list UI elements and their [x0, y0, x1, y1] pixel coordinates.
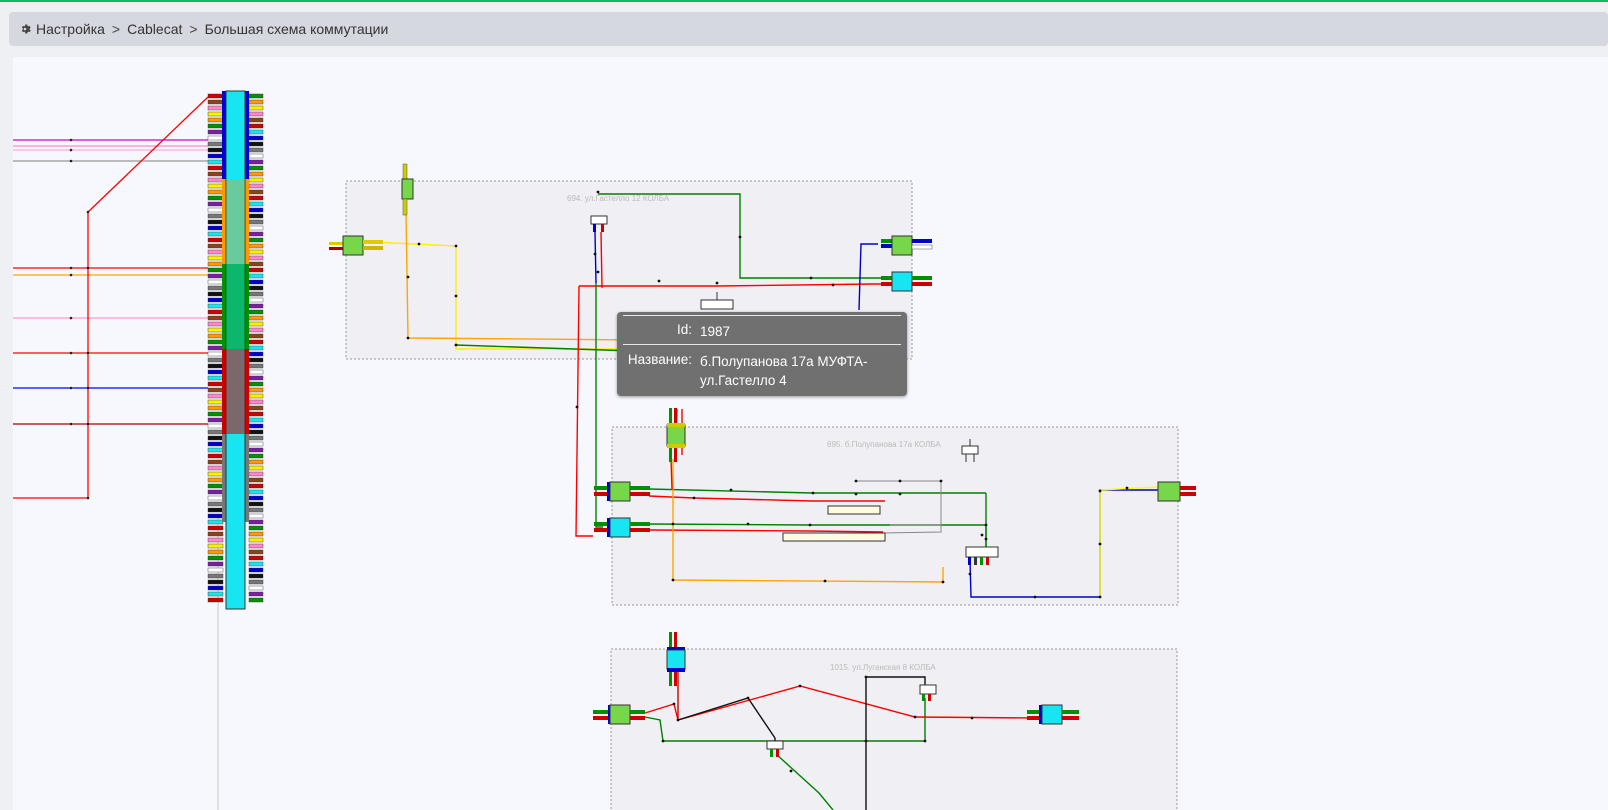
- breadcrumb-item-settings[interactable]: Настройка: [36, 21, 105, 37]
- breadcrumb-item-current: Большая схема коммутации: [204, 21, 389, 37]
- tooltip-divider: [623, 315, 901, 316]
- group-1015-dots: [661, 675, 974, 773]
- group-1015-connectors[interactable]: [593, 632, 1079, 757]
- tooltip-name-value: б.Полупанова 17а МУФТА-ул.Гастелло 4: [700, 354, 868, 388]
- top-accent-line: [0, 0, 1608, 2]
- group-box-695[interactable]: [611, 426, 1179, 606]
- tooltip-name-label: Название:: [627, 352, 692, 367]
- schema-canvas[interactable]: 694. ул.Гастелло 12 КОЛБА 695. б.Полупан…: [13, 57, 1608, 810]
- tooltip-id-value: 1987: [700, 324, 731, 339]
- breadcrumb-separator: >: [189, 21, 198, 37]
- group-box-1015[interactable]: [610, 648, 1178, 810]
- gear-icon: [21, 24, 31, 34]
- group-694-dots: [406, 190, 835, 409]
- group-1015-wires: [644, 672, 1034, 810]
- schema-svg[interactable]: 694. ул.Гастелло 12 КОЛБА 695. б.Полупан…: [13, 57, 1608, 810]
- breadcrumb: Настройка > Cablecat > Большая схема ком…: [9, 12, 1608, 46]
- group-label-695: 695. б.Полупанова 17а КОЛБА: [827, 440, 941, 449]
- breadcrumb-separator: >: [111, 21, 121, 37]
- group-label-694: 694. ул.Гастелло 12 КОЛБА: [567, 194, 670, 203]
- group-label-1015: 1015. ул.Луганская 8 КОЛБА: [830, 663, 936, 672]
- tooltip-divider: [623, 344, 901, 345]
- breadcrumb-item-cablecat[interactable]: Cablecat: [127, 21, 183, 37]
- group-695-connectors[interactable]: [594, 408, 1196, 565]
- tooltip-id-label: Id:: [676, 322, 692, 337]
- element-tooltip: Id: 1987 Название: б.Полупанова 17а МУФТ…: [617, 312, 907, 396]
- left-cable-dots: [69, 138, 90, 500]
- group-694-connectors[interactable]: [329, 163, 933, 310]
- cross-connect-panel[interactable]: [207, 90, 264, 610]
- group-695-dots: [671, 479, 1129, 599]
- left-cables: [13, 96, 209, 499]
